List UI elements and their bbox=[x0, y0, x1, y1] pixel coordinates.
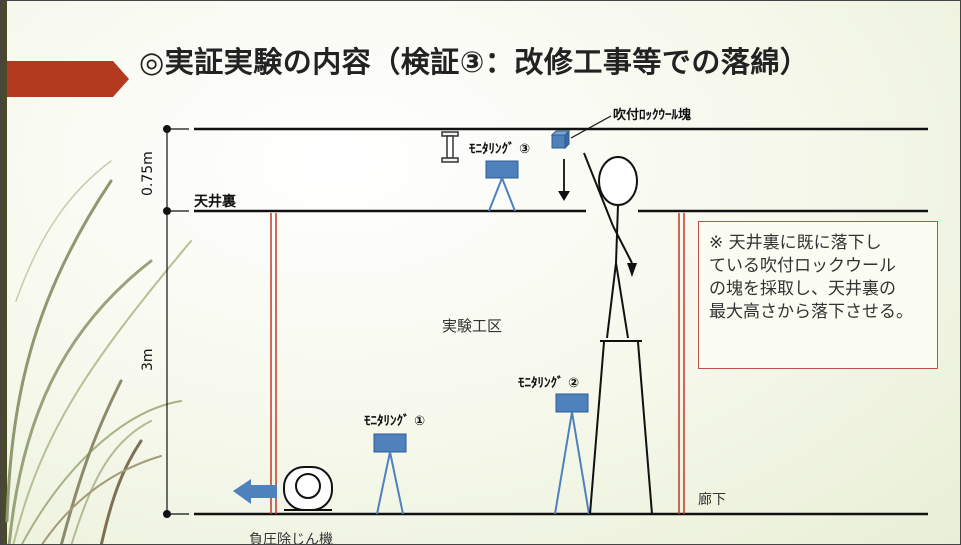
dimension-dot-mid bbox=[163, 207, 171, 215]
monitoring-3-label: ﾓﾆﾀﾘﾝｸﾞ ③ bbox=[469, 142, 531, 157]
work-area-label: 実験工区 bbox=[442, 317, 503, 335]
drop-arrow-head bbox=[558, 191, 570, 201]
title-ribbon bbox=[7, 61, 129, 97]
i-beam bbox=[441, 131, 459, 163]
block-callout-line bbox=[570, 115, 612, 139]
corridor-label: 廊下 bbox=[698, 492, 726, 508]
note-line-4: 最大高さから落下させる。 bbox=[709, 302, 913, 322]
explanation-note: ※ 天井裏に既に落下し ている吹付ロックウール の塊を採取し、天井裏の 最大高さ… bbox=[698, 221, 938, 369]
ceiling-label: 天井裏 bbox=[194, 194, 236, 210]
vacuum-label: 負圧除じん機 bbox=[249, 532, 333, 545]
worker-figure bbox=[583, 152, 638, 339]
rockwool-block-icon bbox=[550, 129, 571, 150]
note-line-1: ※ 天井裏に既に落下し bbox=[709, 233, 882, 253]
dimension-dot-bottom bbox=[163, 510, 171, 518]
vacuum-unit bbox=[283, 466, 333, 511]
monitoring-3-device bbox=[485, 160, 519, 212]
monitoring-1-device bbox=[373, 433, 407, 515]
monitoring-2-device bbox=[554, 393, 590, 515]
wall-left bbox=[270, 213, 277, 514]
note-line-2: ている吹付ロックウール bbox=[709, 256, 896, 276]
decorative-grass bbox=[5, 160, 192, 544]
height-lower-label: 3m bbox=[140, 348, 156, 371]
note-line-3: の塊を採取し、天井裏の bbox=[709, 279, 896, 299]
wall-right bbox=[678, 213, 685, 514]
worker-hand-arrow bbox=[627, 263, 637, 277]
height-upper-label: 0.75m bbox=[140, 151, 156, 196]
page-title: ◎実証実験の内容（検証③：改修工事等での落綿） bbox=[139, 45, 810, 79]
ladder bbox=[589, 340, 653, 515]
dimension-dot-top bbox=[163, 125, 171, 133]
block-label: 吹付ﾛｯｸｳｰﾙ塊 bbox=[613, 108, 692, 123]
exhaust-arrow-icon bbox=[233, 479, 277, 504]
left-bar bbox=[1, 1, 7, 544]
monitoring-2-label: ﾓﾆﾀﾘﾝｸﾞ ② bbox=[518, 376, 580, 391]
monitoring-1-label: ﾓﾆﾀﾘﾝｸﾞ ① bbox=[364, 414, 426, 429]
